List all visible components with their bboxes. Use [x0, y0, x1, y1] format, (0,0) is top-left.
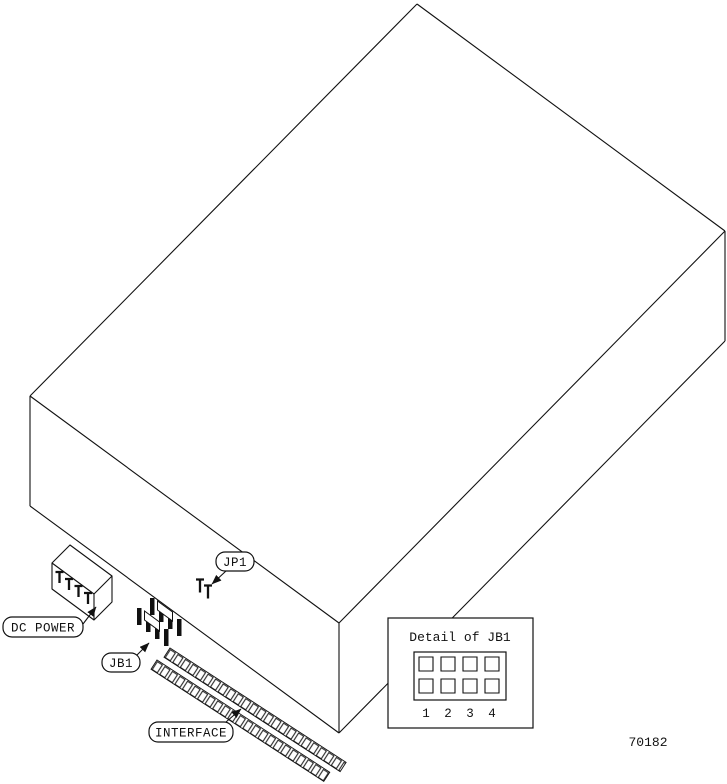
- dc-power-connector: [51, 544, 113, 621]
- jp1-jumper: [196, 578, 212, 599]
- jb1-pin-row-rear: [150, 598, 182, 636]
- callout-jb1: JB1: [101, 652, 141, 673]
- interface-connector: [150, 647, 347, 783]
- chassis-edges: [29, 3, 726, 734]
- callout-jp1: JP1: [215, 551, 255, 572]
- callout-box-jp1: [215, 551, 255, 572]
- detail-inset: Detail of JB1 1 2 3 4: [387, 617, 534, 729]
- pin-number-3: 3: [466, 707, 474, 721]
- dc-power-leader: [82, 606, 97, 625]
- jp1-pins: [196, 578, 212, 599]
- dc-power-pins: [55, 570, 92, 604]
- pin-number-2: 2: [444, 707, 452, 721]
- interface-leader: [225, 708, 242, 723]
- interface-pin-row-upper: [163, 647, 347, 773]
- jb1-jumper-cap-front: [144, 610, 160, 632]
- jb1-leader: [136, 642, 150, 656]
- pin-number-4: 4: [488, 707, 496, 721]
- jb1-jumper-block: [137, 598, 182, 646]
- callout-text-jp1: JP1: [223, 556, 247, 570]
- jb1-jumper-cap-rear: [157, 600, 173, 622]
- callout-text-jb1: JB1: [109, 657, 133, 671]
- callout-text-dc-power: DC POWER: [11, 622, 75, 636]
- jb1-detail-pin-grid: [418, 656, 500, 694]
- callout-interface: INTERFACE: [148, 721, 234, 743]
- callout-box-jb1: [101, 652, 141, 673]
- dc-power-body: [51, 544, 113, 621]
- jb1-pin-row-front: [137, 608, 169, 646]
- detail-inset-title: Detail of JB1: [409, 630, 511, 645]
- pin-number-1: 1: [422, 707, 430, 721]
- chassis-outline: [29, 3, 726, 734]
- figure-number: 70182: [628, 735, 667, 750]
- callout-box-dc-power: [2, 616, 84, 638]
- callout-dc-power: DC POWER: [2, 616, 84, 638]
- callout-box-interface: [148, 721, 234, 743]
- interface-pin-row-lower: [150, 659, 331, 783]
- jp1-leader: [211, 570, 227, 585]
- callout-text-interface: INTERFACE: [155, 727, 227, 741]
